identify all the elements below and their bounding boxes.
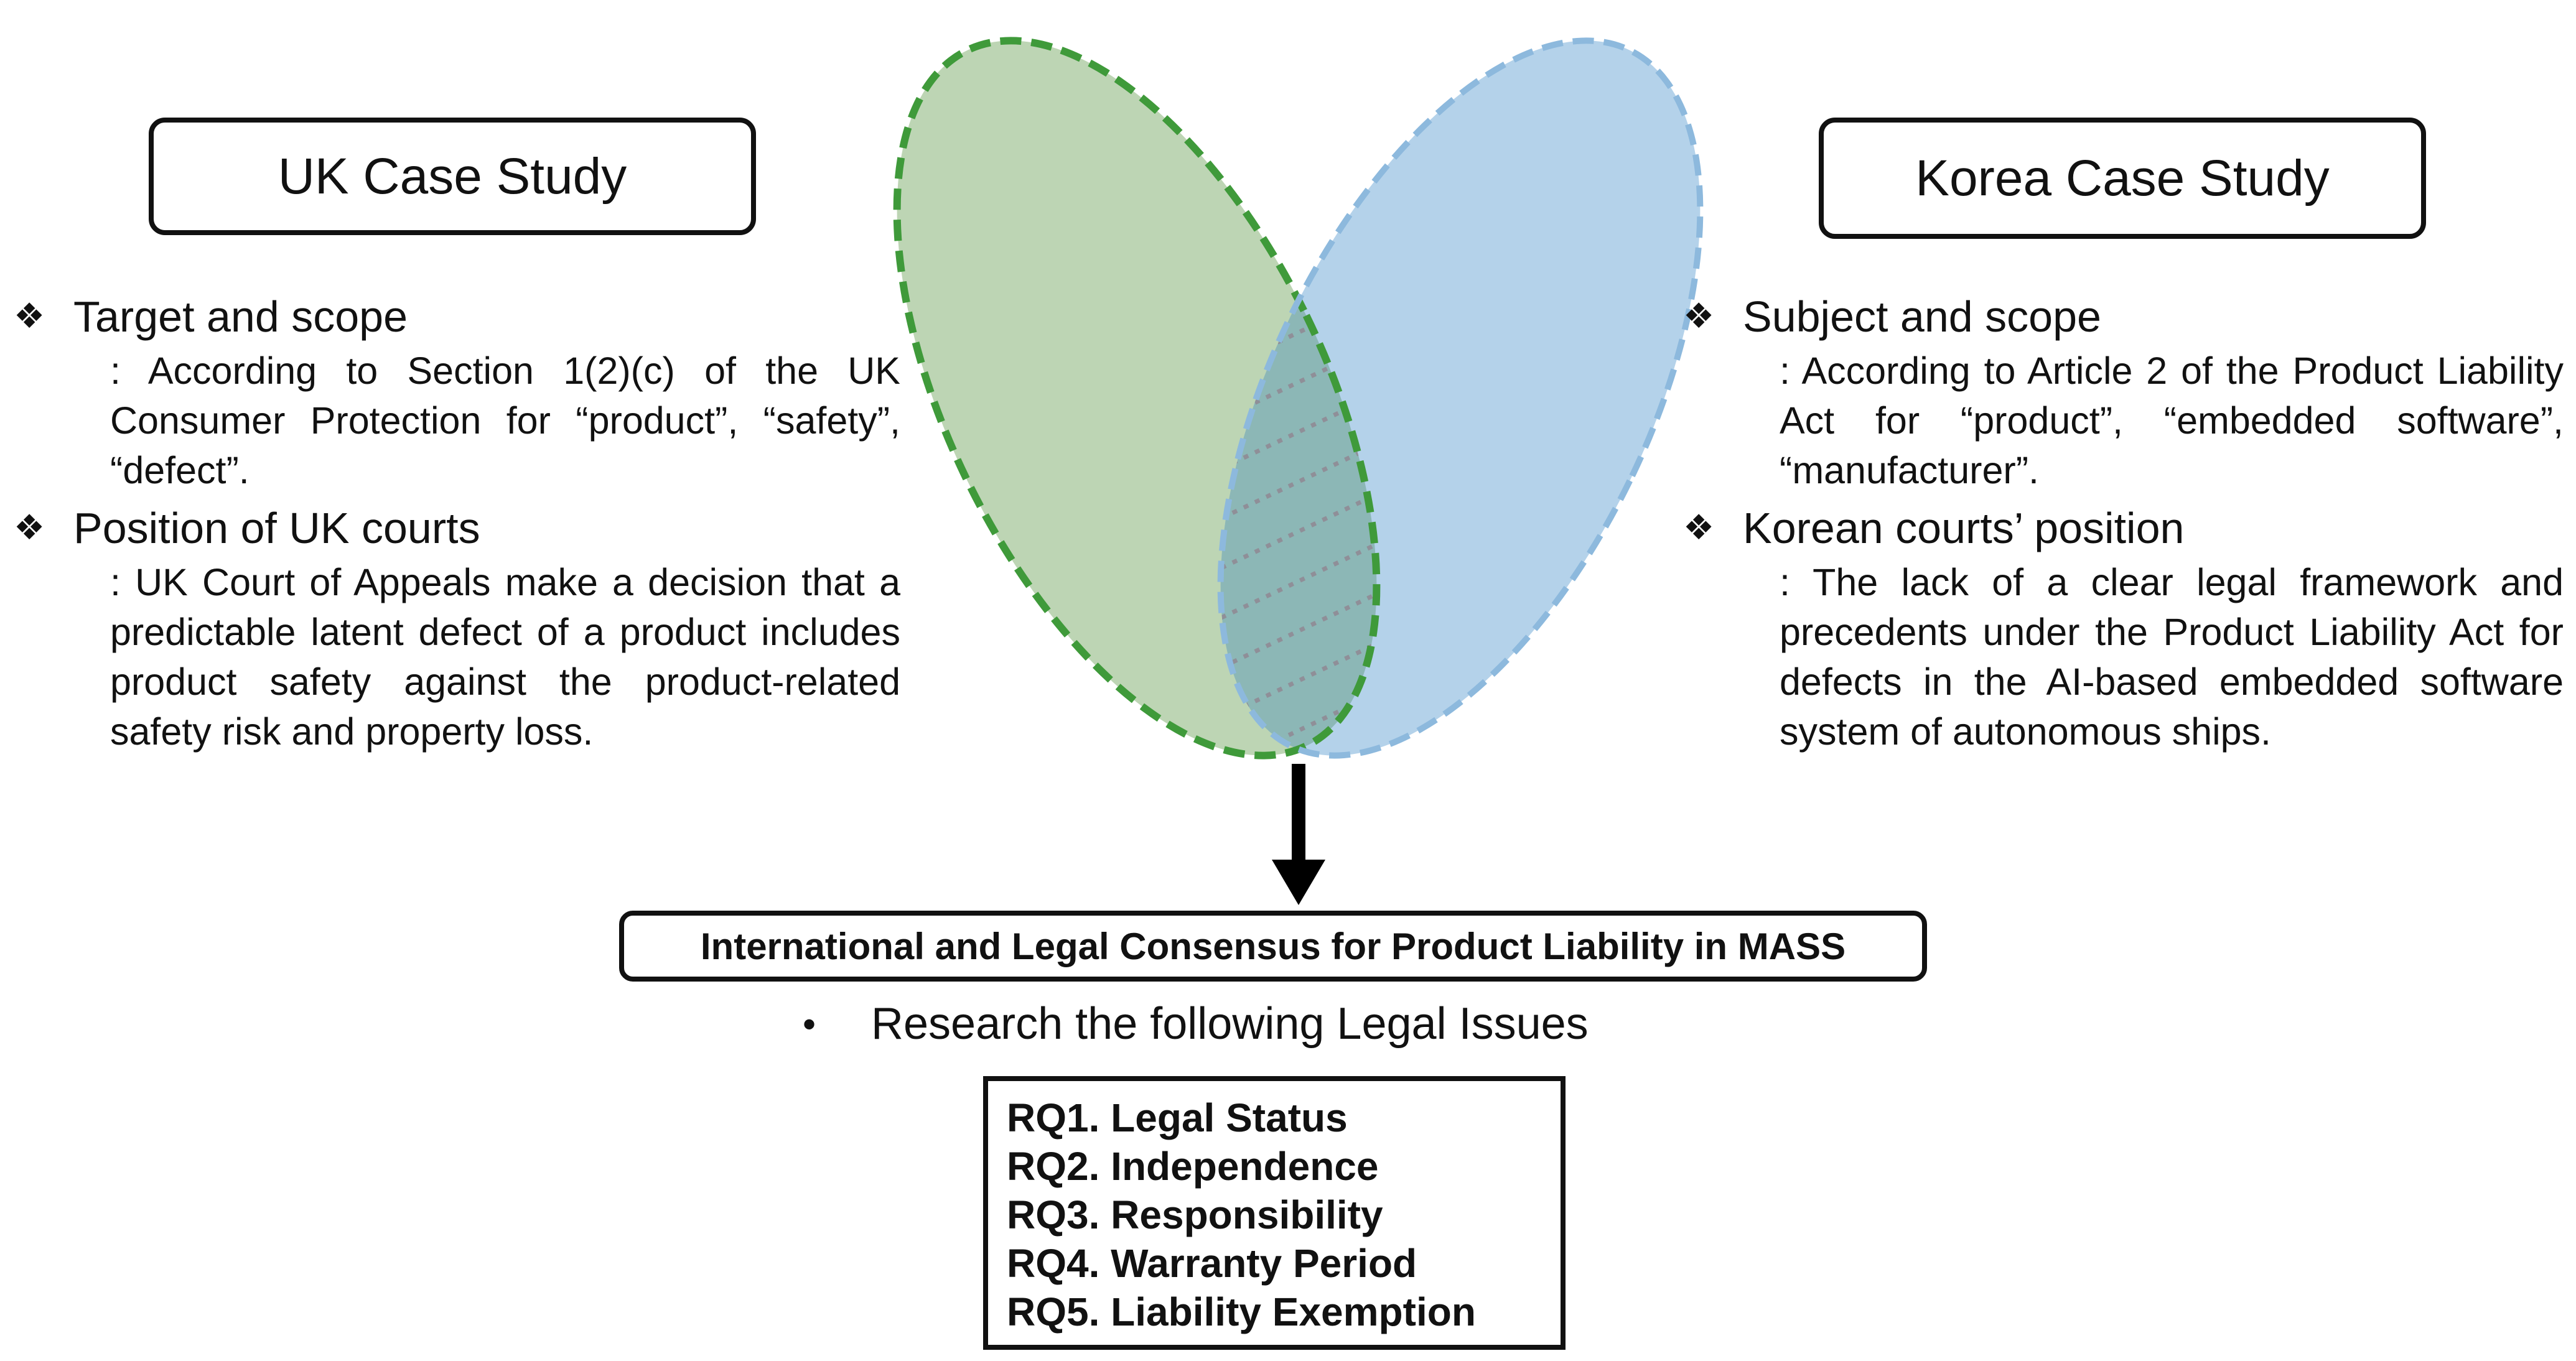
down-arrow bbox=[1272, 764, 1325, 905]
bullet-dot-icon: • bbox=[803, 1003, 816, 1045]
research-question: RQ1. Legal Status bbox=[1007, 1095, 1348, 1140]
uk-title-box: UK Case Study bbox=[149, 118, 756, 235]
uk-section-2-heading: ❖ Position of UK courts bbox=[14, 499, 900, 557]
consensus-title: International and Legal Consensus for Pr… bbox=[700, 925, 1846, 967]
diamond-bullet-icon: ❖ bbox=[14, 508, 45, 548]
uk-title: UK Case Study bbox=[278, 147, 627, 205]
uk-section-1-heading: ❖ Target and scope bbox=[14, 287, 900, 346]
uk-section-2-text: : UK Court of Appeals make a decision th… bbox=[110, 561, 900, 753]
diamond-bullet-icon: ❖ bbox=[1683, 508, 1715, 548]
research-question: RQ3. Responsibility bbox=[1007, 1192, 1383, 1237]
korea-section-1-heading: ❖ Subject and scope bbox=[1683, 287, 2564, 346]
consensus-box: International and Legal Consensus for Pr… bbox=[619, 911, 1927, 982]
korea-section-2-text: : The lack of a clear legal framework an… bbox=[1780, 561, 2564, 753]
research-subtitle: • Research the following Legal Issues bbox=[803, 998, 1589, 1049]
korea-details: ❖ Subject and scope : According to Artic… bbox=[1683, 287, 2564, 760]
uk-details: ❖ Target and scope : According to Sectio… bbox=[14, 287, 900, 760]
research-question: RQ4. Warranty Period bbox=[1007, 1241, 1417, 1286]
uk-section-1-text: : According to Section 1(2)(c) of the UK… bbox=[110, 350, 900, 491]
korea-title: Korea Case Study bbox=[1915, 149, 2330, 207]
korea-title-box: Korea Case Study bbox=[1819, 118, 2426, 239]
diamond-bullet-icon: ❖ bbox=[14, 296, 45, 337]
korea-section-2-heading: ❖ Korean courts’ position bbox=[1683, 499, 2564, 557]
korea-section-1-text: : According to Article 2 of the Product … bbox=[1780, 350, 2564, 491]
research-questions-box: RQ1. Legal Status RQ2. Independence RQ3.… bbox=[983, 1076, 1566, 1350]
research-question: RQ2. Independence bbox=[1007, 1144, 1379, 1189]
uk-ellipse-outline bbox=[893, 37, 1381, 759]
research-subtitle-text: Research the following Legal Issues bbox=[871, 999, 1589, 1049]
diamond-bullet-icon: ❖ bbox=[1683, 296, 1715, 337]
research-question: RQ5. Liability Exemption bbox=[1007, 1289, 1476, 1334]
